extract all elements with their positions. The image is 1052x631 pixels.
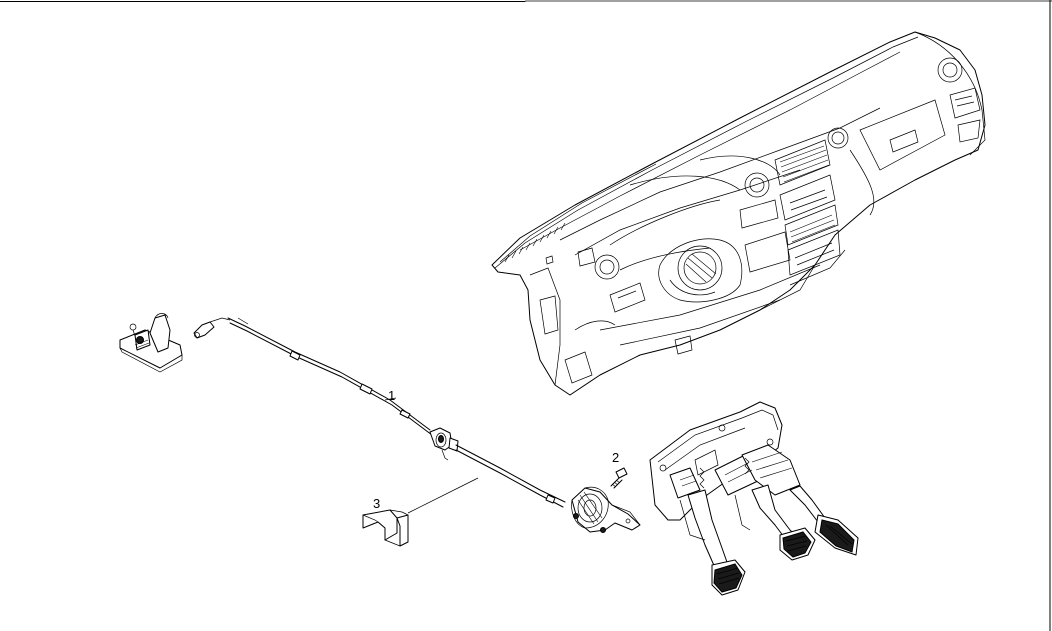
- callout-1: 1: [388, 388, 395, 403]
- pedal-box-illustration: [649, 401, 859, 596]
- dashboard-illustration: [491, 31, 986, 396]
- callout-2: 2: [612, 450, 619, 465]
- clip-illustration: [362, 509, 409, 547]
- callout-3: 3: [373, 496, 380, 511]
- cable-assembly-illustration: [193, 317, 641, 533]
- screw-illustration: [610, 467, 628, 489]
- mounting-bracket-illustration: [119, 313, 183, 373]
- leader-lines: [384, 397, 479, 514]
